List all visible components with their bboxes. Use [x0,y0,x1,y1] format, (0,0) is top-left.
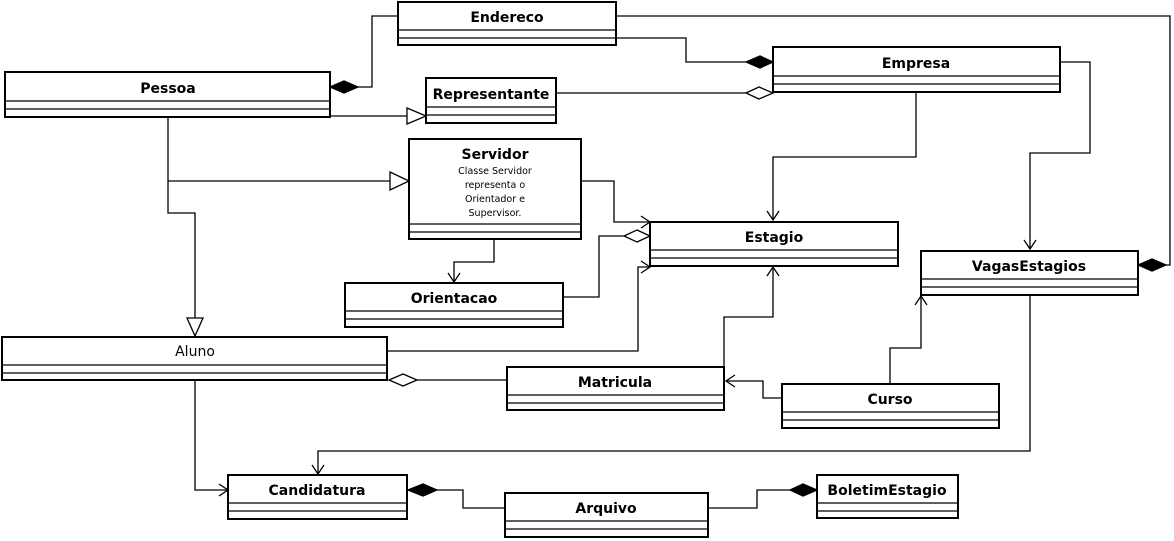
class-name-curso: Curso [867,392,912,408]
class-name-candidatura: Candidatura [269,483,366,499]
connectors [167,15,1171,509]
composition-diamond-candidatura [406,483,439,497]
class-empresa[interactable]: Empresa [772,46,1061,93]
class-servidor[interactable]: Servidor Classe Servidor representa o Or… [408,138,582,240]
edge-pessoa-endereco [358,15,398,88]
class-name-pessoa: Pessoa [140,81,196,97]
edge-arquivo-boletimestagio [708,489,790,509]
edge-endereco-vagasestagios [616,15,1171,266]
edge-aluno-estagio [387,266,650,352]
composition-diamond-vagasestagios [1136,258,1168,272]
edge-servidor-estagio [581,180,650,223]
class-curso[interactable]: Curso [781,383,1000,429]
class-name-servidor: Servidor [462,147,529,163]
servidor-note-line-1: Classe Servidor [458,166,532,177]
class-name-empresa: Empresa [882,56,950,72]
arrowhead-matricula-from-curso [724,374,736,388]
edge-empresa-vagasestagios [1029,61,1091,249]
edge-candidatura-arquivo [437,489,505,509]
arrowhead-vagasestagios-from-empresa [1023,239,1037,251]
class-name-boletimestagio: BoletimEstagio [827,483,947,499]
aggregation-diamond-aluno [387,373,419,387]
class-estagio[interactable]: Estagio [649,221,899,267]
edge-pessoa-trunk [167,118,196,318]
class-vagasestagios[interactable]: VagasEstagios [920,250,1139,296]
servidor-note-line-2: representa o [465,180,525,191]
aggregation-diamond-estagio [622,229,652,243]
class-name-estagio: Estagio [745,230,804,246]
edge-servidor-orientacao [453,239,495,282]
servidor-note-line-3: Orientador e [465,194,525,205]
generalization-triangle-servidor [389,170,411,192]
class-name-arquivo: Arquivo [575,501,637,517]
class-representante[interactable]: Representante [425,77,557,124]
edge-empresa-estagio [772,92,917,220]
edge-orientacao-estagio [563,235,624,298]
class-name-endereco: Endereco [470,10,544,26]
class-name-vagasestagios: VagasEstagios [972,259,1086,275]
class-name-aluno: Aluno [175,344,215,360]
class-candidatura[interactable]: Candidatura [227,474,408,520]
generalization-triangle-representante [406,107,428,125]
aggregation-diamond-empresa [744,86,775,100]
edge-vagasestagios-candidatura [317,296,1031,474]
class-boletimestagio[interactable]: BoletimEstagio [816,474,959,519]
arrowhead-estagio-from-empresa [766,210,780,222]
class-aluno[interactable]: Aluno [1,336,388,381]
class-orientacao[interactable]: Orientacao [344,282,564,328]
edge-curso-vagasestagios [889,296,922,383]
edge-matricula-estagio [723,267,774,367]
class-name-orientacao: Orientacao [411,291,498,307]
class-name-matricula: Matricula [578,375,652,391]
composition-diamond-boletimestagio [788,483,819,497]
generalization-triangle-aluno [185,317,205,338]
class-name-representante: Representante [433,87,550,103]
composition-diamond-pessoa [328,80,360,94]
edge-aluno-candidatura [194,381,228,491]
edge-endereco-empresa [616,37,746,63]
servidor-note-line-4: Supervisor. [469,208,522,219]
class-endereco[interactable]: Endereco [397,1,617,46]
edge-curso-matricula [726,380,782,399]
class-matricula[interactable]: Matricula [506,366,725,411]
composition-diamond-empresa-endereco [744,55,775,69]
class-arquivo[interactable]: Arquivo [504,492,709,538]
class-pessoa[interactable]: Pessoa [4,71,331,118]
